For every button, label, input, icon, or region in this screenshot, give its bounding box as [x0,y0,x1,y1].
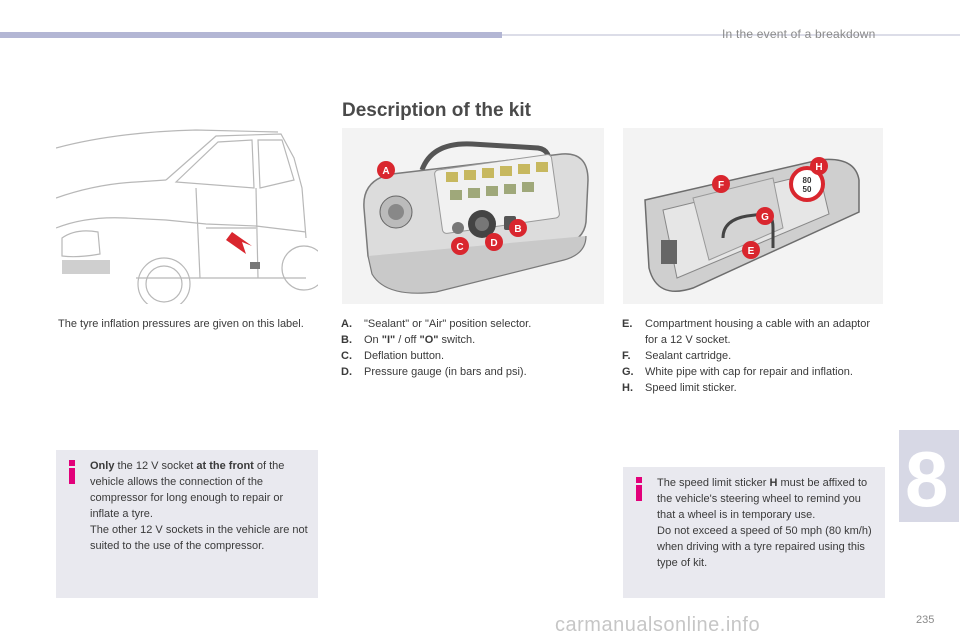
info-icon [66,460,78,484]
list-item: G. White pipe with cap for repair and inf… [622,364,884,380]
item-letter: G. [622,366,634,378]
header-rule [502,34,960,36]
compartment-drawing: 80 50 E F G H [644,157,860,292]
info-box-socket: Only the 12 V socket at the front of the… [56,450,318,598]
compressor-drawing: A B C D [363,141,589,294]
chapter-number: 8 [905,435,949,523]
callout-a: A [382,166,389,177]
list-item: B. On "I" / off "O" switch. [341,332,603,348]
item-letter: E. [622,318,633,330]
info-text-part: of the vehicle allows the connection of … [90,460,285,520]
callout-g: G [761,212,769,223]
info-text-part: The speed limit sticker [657,477,770,489]
item-text: "Sealant" or "Air" position selector. [364,318,532,330]
item-text: Deflation button. [364,350,445,362]
sticker-top-value: 80 [803,176,812,185]
callout-f: F [718,180,724,191]
info-text-part: must be affixed to the vehicle's steerin… [657,477,868,521]
watermark: carmanualsonline.info [555,614,761,636]
item-text: Pressure gauge (in bars and psi). [364,366,527,378]
chapter-tab: 8 [899,430,959,523]
item-text-post: switch. [438,334,476,346]
component-list-left: A."Sealant" or "Air" position selector. … [341,316,603,380]
sticker-bottom-value: 50 [803,185,812,194]
list-item: F. Sealant cartridge. [622,348,884,364]
tyre-pressure-label [250,262,260,269]
item-text-pre: On [364,334,382,346]
car-line-drawing [55,129,327,311]
info-icon [633,477,645,501]
kit-top-illustration: A B C D [342,128,604,304]
arrow-icon [226,232,252,254]
list-item: C. Deflation button. [341,348,603,364]
list-item: E. Compartment housing a cable with an ad… [622,316,884,348]
info-box-speed-sticker: The speed limit sticker H must be affixe… [623,467,885,598]
list-item: H. Speed limit sticker. [622,380,884,396]
page-number: 235 [916,614,935,626]
callout-c: C [456,242,463,253]
item-text-mid: / off [395,334,420,346]
header-bar [0,32,502,38]
info-text: Only the 12 V socket at the front of the… [90,458,312,554]
callout-d: D [490,238,497,249]
emphasis-only: Only [90,460,115,472]
callout-e: E [748,246,755,257]
callout-markers: A B C D [377,161,527,255]
item-letter: H. [622,382,633,394]
item-letter: A. [341,318,352,330]
label-note: The tyre inflation pressures are given o… [58,318,304,330]
switch-on-label: "I" [381,334,396,346]
item-text: White pipe with cap for repair and infla… [645,366,853,378]
car-door-illustration [55,128,327,311]
item-text: Compartment housing a cable with an adap… [645,318,871,346]
info-text-part: Do not exceed a speed of 50 mph (80 km/h… [657,525,872,569]
list-item: A. "Sealant" or "Air" position selector. [341,316,603,332]
item-text: Speed limit sticker. [645,382,737,394]
speed-sticker [789,166,825,202]
emphasis-front: at the front [196,460,254,472]
item-text: Sealant cartridge. [645,350,732,362]
callout-h: H [815,162,822,173]
switch-off-label: "O" [419,334,439,346]
section-title: Description of the kit [342,100,531,121]
callout-markers: E F G H [712,157,828,259]
item-letter: F. [622,350,631,362]
item-letter: B. [341,334,352,346]
item-letter: D. [341,366,352,378]
kit-compartment-illustration: 80 50 E F G H [623,128,883,304]
item-letter: C. [341,350,352,362]
chapter-title: In the event of a breakdown [722,27,876,41]
callout-b: B [514,224,521,235]
info-text: The speed limit sticker H must be affixe… [657,475,877,571]
emphasis-h: H [769,477,778,489]
info-text-part: the 12 V socket [114,460,197,472]
info-text-part: The other 12 V sockets in the vehicle ar… [90,524,308,552]
list-item: D. Pressure gauge (in bars and psi). [341,364,603,380]
component-list-right: E. Compartment housing a cable with an ad… [622,316,884,396]
